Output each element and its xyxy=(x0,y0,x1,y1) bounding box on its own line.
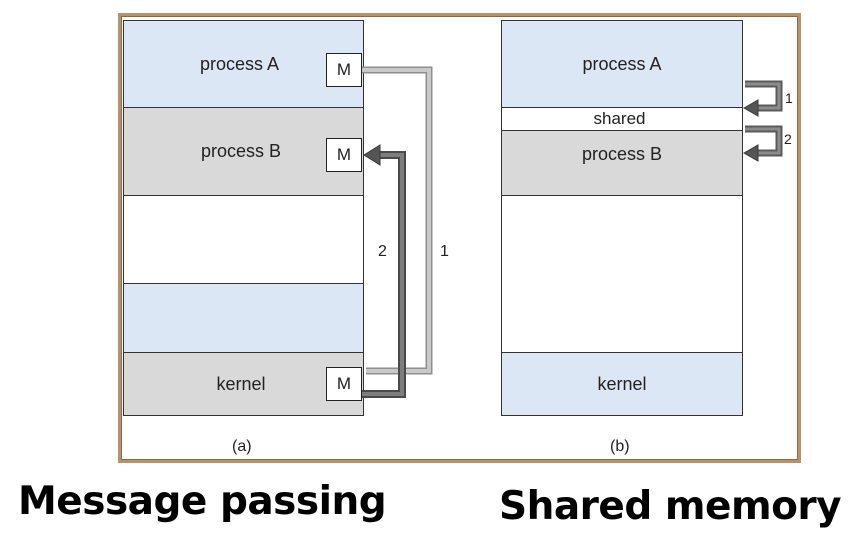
shared-memory-title: Shared memory xyxy=(499,484,842,529)
caption-b: (b) xyxy=(610,438,630,455)
kernel-label: kernel xyxy=(216,373,266,394)
process-a-label: process A xyxy=(199,53,280,74)
arrow-1-a xyxy=(362,66,433,375)
process-b-label: process B xyxy=(200,141,282,161)
kernel-region: kernel xyxy=(123,352,364,416)
process-b-label-b: process B xyxy=(581,144,663,164)
shared-region: shared xyxy=(501,107,743,131)
message-box-process-a: M xyxy=(326,53,362,87)
kernel-region-b: kernel xyxy=(501,352,743,416)
caption-a: (a) xyxy=(232,438,252,455)
message-box-process-b: M xyxy=(326,138,362,172)
arrow-2-label-b: 2 xyxy=(784,131,792,147)
arrow-2-a xyxy=(362,144,406,398)
arrow-1-label: 1 xyxy=(440,243,449,260)
message-passing-title: Message passing xyxy=(18,479,387,524)
arrow-1-b xyxy=(742,80,783,117)
shared-label: shared xyxy=(593,109,646,128)
arrow-2-b xyxy=(742,125,783,162)
message-box-kernel: M xyxy=(326,367,362,401)
free-memory-region xyxy=(123,195,364,284)
figure-frame xyxy=(118,13,801,463)
process-a-label-b: process A xyxy=(582,53,662,74)
kernel-label-b: kernel xyxy=(597,373,647,394)
arrow-1-label-b: 1 xyxy=(785,90,793,106)
arrow-2-label: 2 xyxy=(378,243,387,260)
